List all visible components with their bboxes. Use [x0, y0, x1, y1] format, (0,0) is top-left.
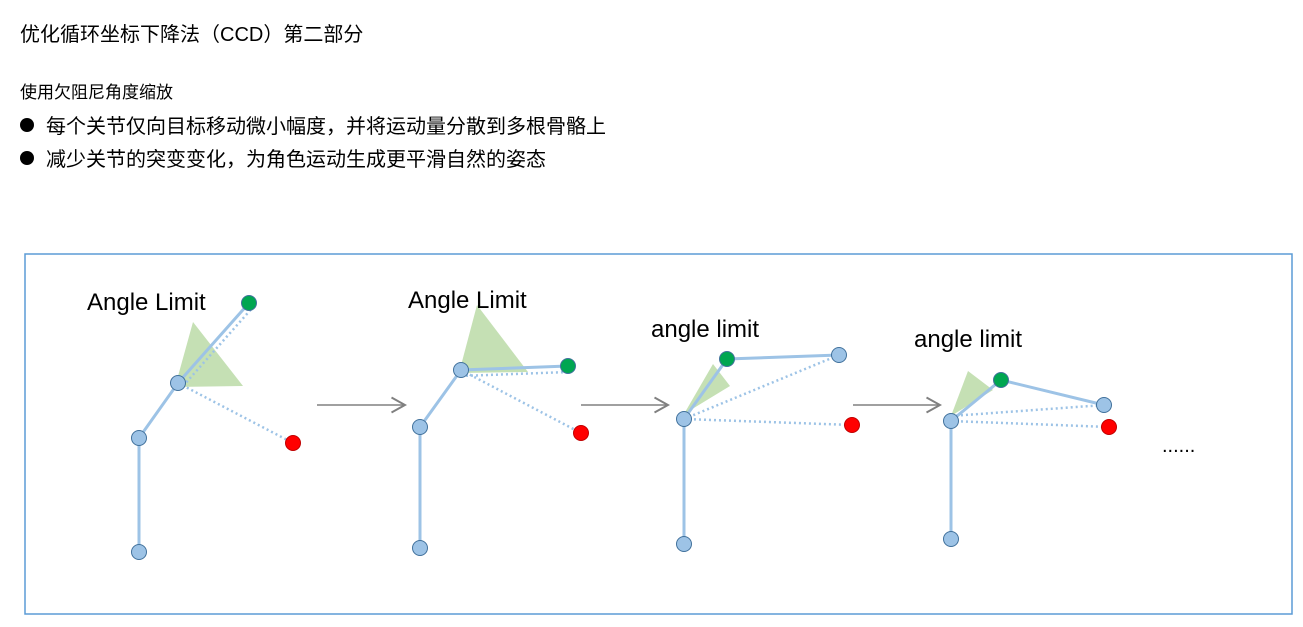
joint — [170, 375, 186, 391]
step-1: Angle Limit — [87, 289, 301, 560]
effector-dotted-line — [950, 403, 1105, 418]
joint — [453, 362, 469, 378]
step-2: Angle Limit — [408, 287, 589, 556]
joint-current — [719, 351, 735, 367]
angle-limit-cone — [459, 305, 528, 373]
bone-chain — [682, 353, 840, 544]
joint — [131, 430, 147, 446]
target-dotted-line — [177, 381, 294, 445]
joint — [412, 419, 428, 435]
target — [573, 425, 589, 441]
bullet-item: 每个关节仅向目标移动微小幅度，并将运动量分散到多根骨骼上 — [20, 110, 606, 139]
angle-limit-cone — [175, 322, 243, 387]
target — [1101, 419, 1117, 435]
angle-limit-label: Angle Limit — [87, 289, 206, 316]
bullet-item: 减少关节的突变变化，为角色运动生成更平滑自然的姿态 — [20, 143, 546, 172]
angle-limit-label: angle limit — [914, 326, 1022, 353]
continuation-ellipsis: ...... — [1162, 435, 1195, 457]
joint — [676, 536, 692, 552]
bone-chain — [949, 378, 1105, 539]
bullet-text: 减少关节的突变变化，为角色运动生成更平滑自然的姿态 — [46, 149, 546, 171]
step-3: angle limit — [651, 316, 860, 552]
angle-limit-label: angle limit — [651, 316, 759, 343]
page-title: 优化循环坐标下降法（CCD）第二部分 — [20, 24, 364, 46]
target-dotted-line — [950, 419, 1110, 429]
joint — [943, 413, 959, 429]
subtitle: 使用欠阻尼角度缩放 — [20, 83, 173, 102]
angle-limit-cone — [951, 371, 993, 416]
target-dotted-line — [683, 417, 853, 427]
bone-chain — [418, 364, 569, 548]
joint — [412, 540, 428, 556]
angle-limit-label: Angle Limit — [408, 287, 527, 314]
end-effector — [831, 347, 847, 363]
joint — [943, 531, 959, 547]
bullet-text: 每个关节仅向目标移动微小幅度，并将运动量分散到多根骨骼上 — [46, 116, 606, 138]
end-effector — [560, 358, 576, 374]
bone-chain — [137, 302, 251, 552]
bullet-icon — [20, 117, 34, 132]
diagram-frame — [24, 253, 1293, 615]
end-effector — [1096, 397, 1112, 413]
end-effector — [241, 295, 257, 311]
target — [844, 417, 860, 433]
joint-current — [993, 372, 1009, 388]
target-dotted-line — [460, 368, 582, 435]
joint — [131, 544, 147, 560]
target — [285, 435, 301, 451]
joint — [676, 411, 692, 427]
step-4: angle limit — [914, 326, 1117, 547]
bullet-icon — [20, 150, 34, 165]
